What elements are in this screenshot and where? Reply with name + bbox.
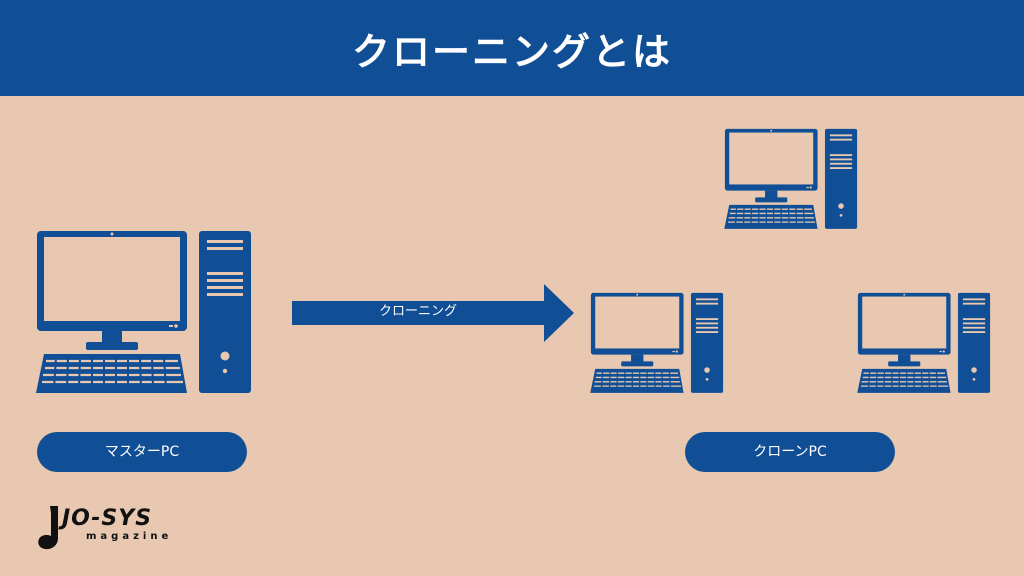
header-banner: クローニングとは bbox=[0, 0, 1024, 96]
logo-main-text: JO-SYS bbox=[62, 506, 153, 531]
clone-pc-top-computer-icon bbox=[723, 127, 859, 232]
music-note-icon bbox=[38, 506, 58, 550]
clone-pc-label: クローンPC bbox=[685, 432, 895, 472]
cloning-arrow-label: クローニング bbox=[378, 304, 457, 319]
logo-sub-text: magazine bbox=[86, 531, 173, 542]
master-pc-label: マスターPC bbox=[37, 432, 247, 472]
clone-pc-left-computer-icon bbox=[589, 291, 725, 396]
page-title: クローニングとは bbox=[351, 29, 672, 74]
master-pc-computer-icon bbox=[34, 228, 254, 398]
clone-pc-right-computer-icon bbox=[856, 291, 992, 396]
right-arrow-icon bbox=[292, 284, 574, 342]
jo-sys-logo: JO-SYS magazine bbox=[36, 504, 186, 554]
